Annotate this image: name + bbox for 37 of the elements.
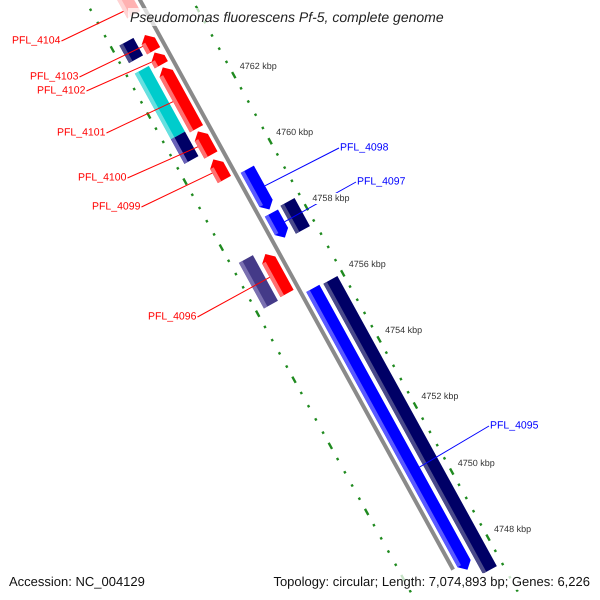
- gene-label: PFL_4096: [148, 310, 196, 324]
- tick-label: 4758 kbp: [311, 193, 350, 204]
- gene-label: PFL_4095: [490, 420, 538, 432]
- leader-line: [78, 46, 144, 78]
- gene-label: PFL_4098: [340, 142, 388, 154]
- gene-feature: [142, 34, 160, 54]
- leader-line: [419, 426, 490, 468]
- gene-feature: [240, 166, 273, 210]
- gene-label: PFL_4100: [78, 172, 126, 184]
- leader-line: [86, 62, 152, 92]
- tick-label: 4752 kbp: [420, 391, 460, 402]
- tick-label: 4748 kbp: [493, 524, 532, 534]
- tick-label: 4762 kbp: [238, 61, 278, 72]
- leader-line: [106, 101, 174, 134]
- gene-label: PFL_4099: [92, 200, 140, 214]
- tick-label: 4750 kbp: [456, 458, 496, 468]
- leader-line: [140, 172, 213, 208]
- genome-info-text: Topology: circular; Length: 7,074,893 bp; Genes: 6,226: [271, 573, 592, 590]
- gene-label: PFL_4103: [30, 70, 78, 84]
- gene-feature: [262, 254, 294, 298]
- gene-label: PFL_4102: [37, 84, 86, 98]
- leader-line: [60, 10, 124, 42]
- gene-feature: [264, 209, 288, 238]
- tick-label: 4756 kbp: [348, 259, 387, 270]
- gene-label: PFL_4101: [57, 126, 106, 140]
- leader-line: [264, 148, 340, 186]
- gene-label: PFL_4097: [357, 176, 406, 188]
- gene-feature: [210, 159, 231, 184]
- leader-line: [196, 276, 270, 318]
- gene-feature: [151, 52, 168, 68]
- gene-feature: [194, 131, 218, 159]
- tick-label: 4754 kbp: [384, 325, 424, 336]
- gene-label: PFL_4104: [12, 34, 60, 48]
- title: Pseudomonas fluorescens Pf-5, complete genome: [128, 8, 446, 26]
- tick-label: 4760 kbp: [275, 127, 314, 138]
- leader-line: [126, 146, 198, 178]
- gene-feature: [160, 67, 204, 132]
